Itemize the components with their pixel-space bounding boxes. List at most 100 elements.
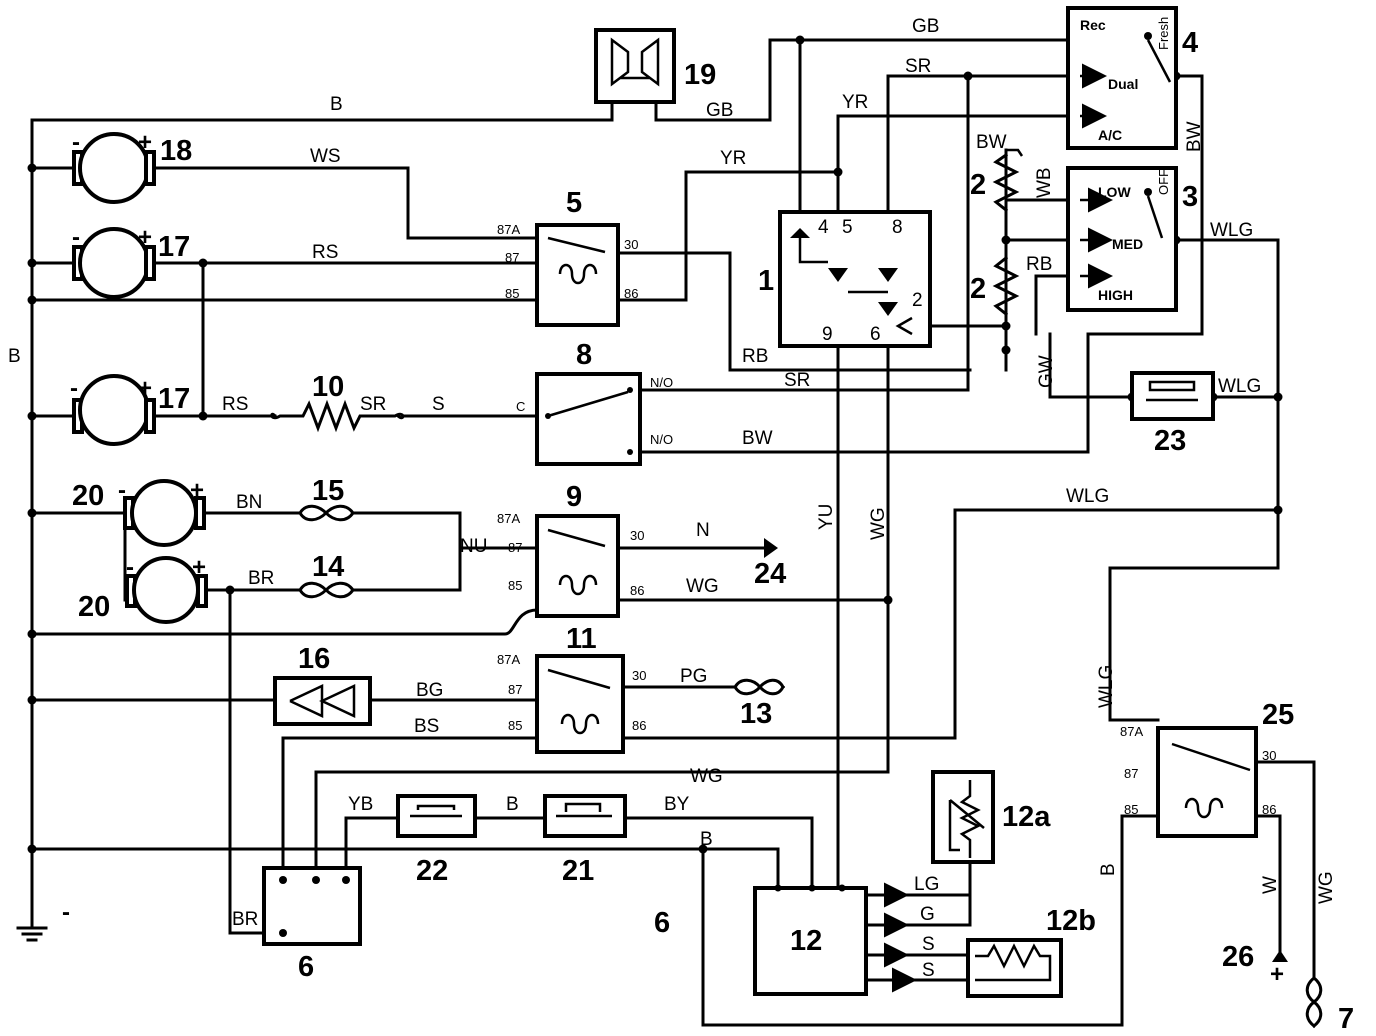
wire-label: NU (460, 536, 487, 557)
wire-label: SR (784, 370, 810, 391)
minus-sign: - (126, 554, 134, 581)
switch-3-med: MED (1112, 236, 1143, 252)
wire-label: WLG (1218, 376, 1261, 397)
wire-label: B (700, 829, 713, 850)
wire-label: WS (310, 146, 341, 167)
wire-label: BY (664, 794, 690, 815)
switch-4-ac: A/C (1098, 127, 1122, 143)
wire-label: WG (690, 766, 723, 787)
wire-label: S (922, 960, 935, 981)
plus-sign: + (138, 224, 152, 251)
motor-17-upper: - + 17 (72, 224, 190, 299)
connector-7: 7 (1305, 975, 1354, 1035)
label-1: 1 (758, 265, 774, 297)
label-9: 9 (566, 481, 582, 513)
ground-minus: - (62, 899, 70, 926)
wires (16, 38, 1316, 1027)
minus-sign: - (72, 129, 80, 156)
pin-87a: 87A (497, 652, 520, 667)
label-20-upper: 20 (72, 480, 104, 512)
label-8: 8 (576, 339, 592, 371)
label-23: 23 (1154, 425, 1186, 457)
pin-86: 86 (632, 718, 646, 733)
component-12b: 12b (966, 905, 1096, 998)
wire-label: RS (312, 242, 338, 263)
pin-6: 6 (870, 324, 881, 345)
label-20-lower: 20 (78, 591, 110, 623)
wire-label: GW (1036, 355, 1057, 388)
wire-label: SR (360, 394, 386, 415)
label-2-upper: 2 (970, 169, 986, 201)
label-5: 5 (566, 187, 582, 219)
wire-label: PG (680, 666, 707, 687)
pin-86: 86 (630, 583, 644, 598)
pin-85: 85 (505, 286, 519, 301)
pin-30: 30 (632, 668, 646, 683)
component-12a: 12a (931, 770, 1051, 864)
connector-14: 14 (297, 551, 356, 599)
pin-85: 85 (508, 718, 522, 733)
wire-labels: B B GB GB SR YR YR WS RS RS SR S RB SR B… (8, 16, 1337, 981)
label-3: 3 (1182, 181, 1198, 213)
motor-17-lower: - + 17 (70, 374, 190, 446)
plus-sign: + (1270, 961, 1284, 988)
label-26: 26 (1222, 941, 1254, 973)
switch-3-off: OFF (1156, 169, 1171, 195)
label-4: 4 (1182, 27, 1198, 59)
pin-30: 30 (624, 237, 638, 252)
label-2-lower: 2 (970, 273, 986, 305)
wire-label: GB (706, 100, 733, 121)
wire-label: LG (914, 874, 939, 895)
plus-sign: + (138, 129, 152, 156)
label-13: 13 (740, 698, 772, 730)
label-14: 14 (312, 551, 344, 583)
connector-15: 15 (297, 475, 356, 522)
label-18: 18 (160, 135, 192, 167)
component-21: 21 (543, 794, 627, 887)
plus-sign: + (192, 554, 206, 581)
wire-label: YU (816, 504, 837, 530)
pin-87a: 87A (497, 511, 520, 526)
component-23: 23 (1130, 371, 1215, 457)
label-17-upper: 17 (158, 231, 190, 263)
wire-label: BR (232, 909, 258, 930)
label-6-free: 6 (654, 907, 670, 939)
plus-sign: + (190, 477, 204, 504)
wire-label: BR (248, 568, 274, 589)
switch-3-high: HIGH (1098, 287, 1133, 303)
wire-label: G (920, 904, 935, 925)
relay-25: 25 87A 87 85 30 86 (1120, 699, 1294, 838)
label-7: 7 (1338, 1003, 1354, 1035)
pin-9: 9 (822, 324, 833, 345)
pin-86: 86 (624, 286, 638, 301)
component-12: 12 (753, 884, 868, 996)
switch-4-rec: Rec (1080, 17, 1106, 33)
switch-4-fresh: Fresh (1156, 17, 1171, 50)
wire-label: BS (414, 716, 439, 737)
wire-label: BW (1184, 121, 1205, 152)
minus-sign: - (118, 477, 126, 504)
plus-sign: + (138, 375, 152, 402)
relay-11: 11 87A 87 85 30 86 (497, 623, 646, 754)
wire-label: S (432, 394, 445, 415)
pin-87: 87 (505, 250, 519, 265)
wire-label: RB (742, 346, 768, 367)
component-22: 22 (396, 794, 477, 887)
pin-87: 87 (508, 682, 522, 697)
terminal-24: 24 (754, 538, 786, 590)
pin-87: 87 (1124, 766, 1138, 781)
pin-87a: 87A (1120, 724, 1143, 739)
pin-no-lower: N/O (650, 432, 673, 447)
wire-label: B (8, 346, 21, 367)
wire-label: BG (416, 680, 443, 701)
wire-label: B (506, 794, 519, 815)
label-6-box: 6 (298, 951, 314, 983)
pin-86: 86 (1262, 802, 1276, 817)
pin-2: 2 (912, 290, 923, 311)
label-11: 11 (566, 623, 597, 655)
wire-label: YB (348, 794, 373, 815)
pin-30: 30 (630, 528, 644, 543)
wire-label: WLG (1096, 665, 1117, 708)
wire-label: WLG (1066, 486, 1109, 507)
